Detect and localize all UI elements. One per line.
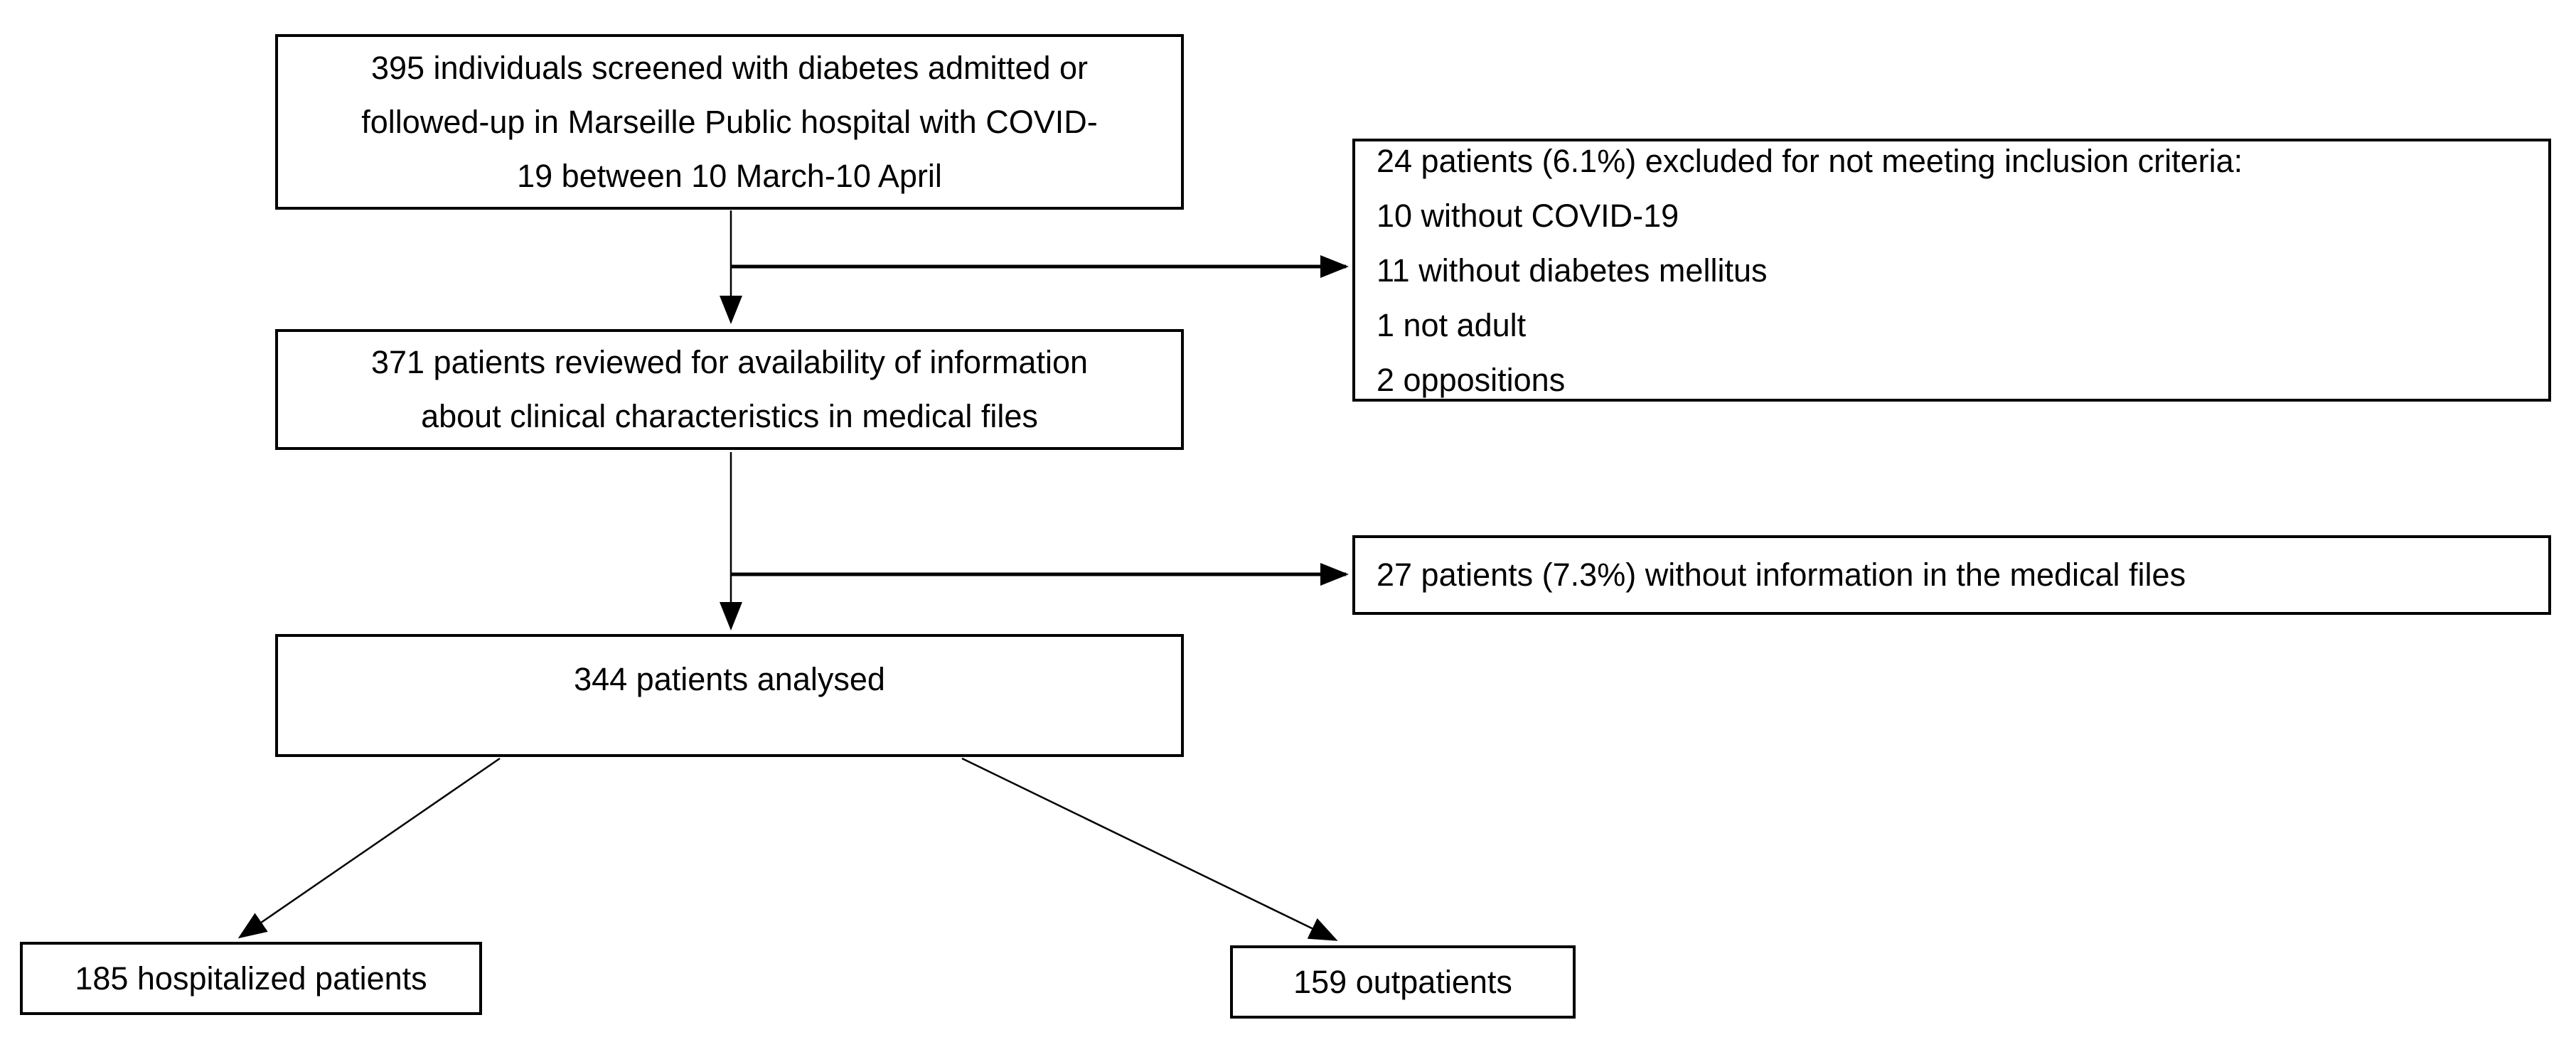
box-analysed-text: 344 patients analysed (574, 661, 885, 697)
box-screened-line-1: 395 individuals screened with diabetes a… (370, 49, 1089, 86)
box-hospitalized-text: 185 hospitalized patients (75, 960, 427, 997)
box-excluded-line-5: 2 oppositions (1377, 361, 1566, 398)
box-reviewed: 371 patients reviewed for availability o… (275, 329, 1184, 450)
box-excluded: 24 patients (6.1%) excluded for not meet… (1352, 139, 2551, 402)
box-excluded-line-4: 1 not adult (1377, 306, 1527, 343)
box-screened-line-2: followed-up in Marseille Public hospital… (361, 103, 1098, 140)
box-no-info-text: 27 patients (7.3%) without information i… (1377, 557, 2186, 593)
box-no-info: 27 patients (7.3%) without information i… (1352, 535, 2551, 615)
box-hospitalized: 185 hospitalized patients (20, 942, 482, 1015)
box-outpatients: 159 outpatients (1230, 945, 1576, 1019)
box-excluded-line-3: 11 without diabetes mellitus (1377, 252, 1768, 289)
box-excluded-line-1: 24 patients (6.1%) excluded for not meet… (1377, 142, 2243, 179)
box-reviewed-line-1: 371 patients reviewed for availability o… (370, 344, 1089, 380)
arrow-analysed-to-hospitalized (237, 757, 501, 939)
box-excluded-line-2: 10 without COVID-19 (1377, 197, 1679, 234)
box-analysed: 344 patients analysed (275, 634, 1184, 757)
box-screened: 395 individuals screened with diabetes a… (275, 34, 1184, 210)
box-outpatients-text: 159 outpatients (1293, 963, 1512, 1000)
arrow-analysed-to-outpatients (961, 757, 1338, 941)
box-reviewed-line-2: about clinical characteristics in medica… (421, 398, 1038, 434)
box-screened-line-3: 19 between 10 March-10 April (517, 157, 942, 194)
